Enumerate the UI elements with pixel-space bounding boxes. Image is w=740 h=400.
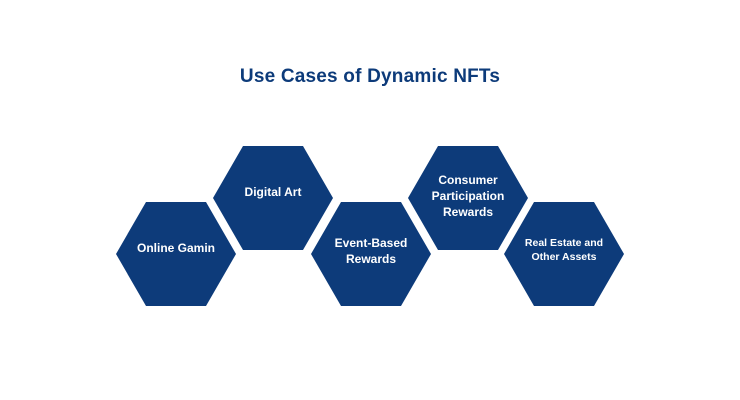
hexagon-label: Digital Art (244, 185, 302, 199)
hexagon-consumer-participation-rewards: Consumer Participation Rewards (408, 146, 528, 250)
hexagon-event-based-rewards: Event-Based Rewards (311, 202, 431, 306)
hexagon-digital-art: Digital Art (213, 146, 333, 250)
hexagon-label: Online Gamin (136, 241, 215, 255)
hexagon-label: Consumer Participation Rewards (431, 173, 505, 219)
hexagon-label: Real Estate and Other Assets (524, 237, 604, 263)
hexagon-label: Event-Based Rewards (334, 236, 408, 266)
hexagon-real-estate-assets: Real Estate and Other Assets (504, 202, 624, 306)
hexagon-online-gaming: Online Gamin (116, 202, 236, 306)
diagram-title: Use Cases of Dynamic NFTs (239, 66, 501, 87)
